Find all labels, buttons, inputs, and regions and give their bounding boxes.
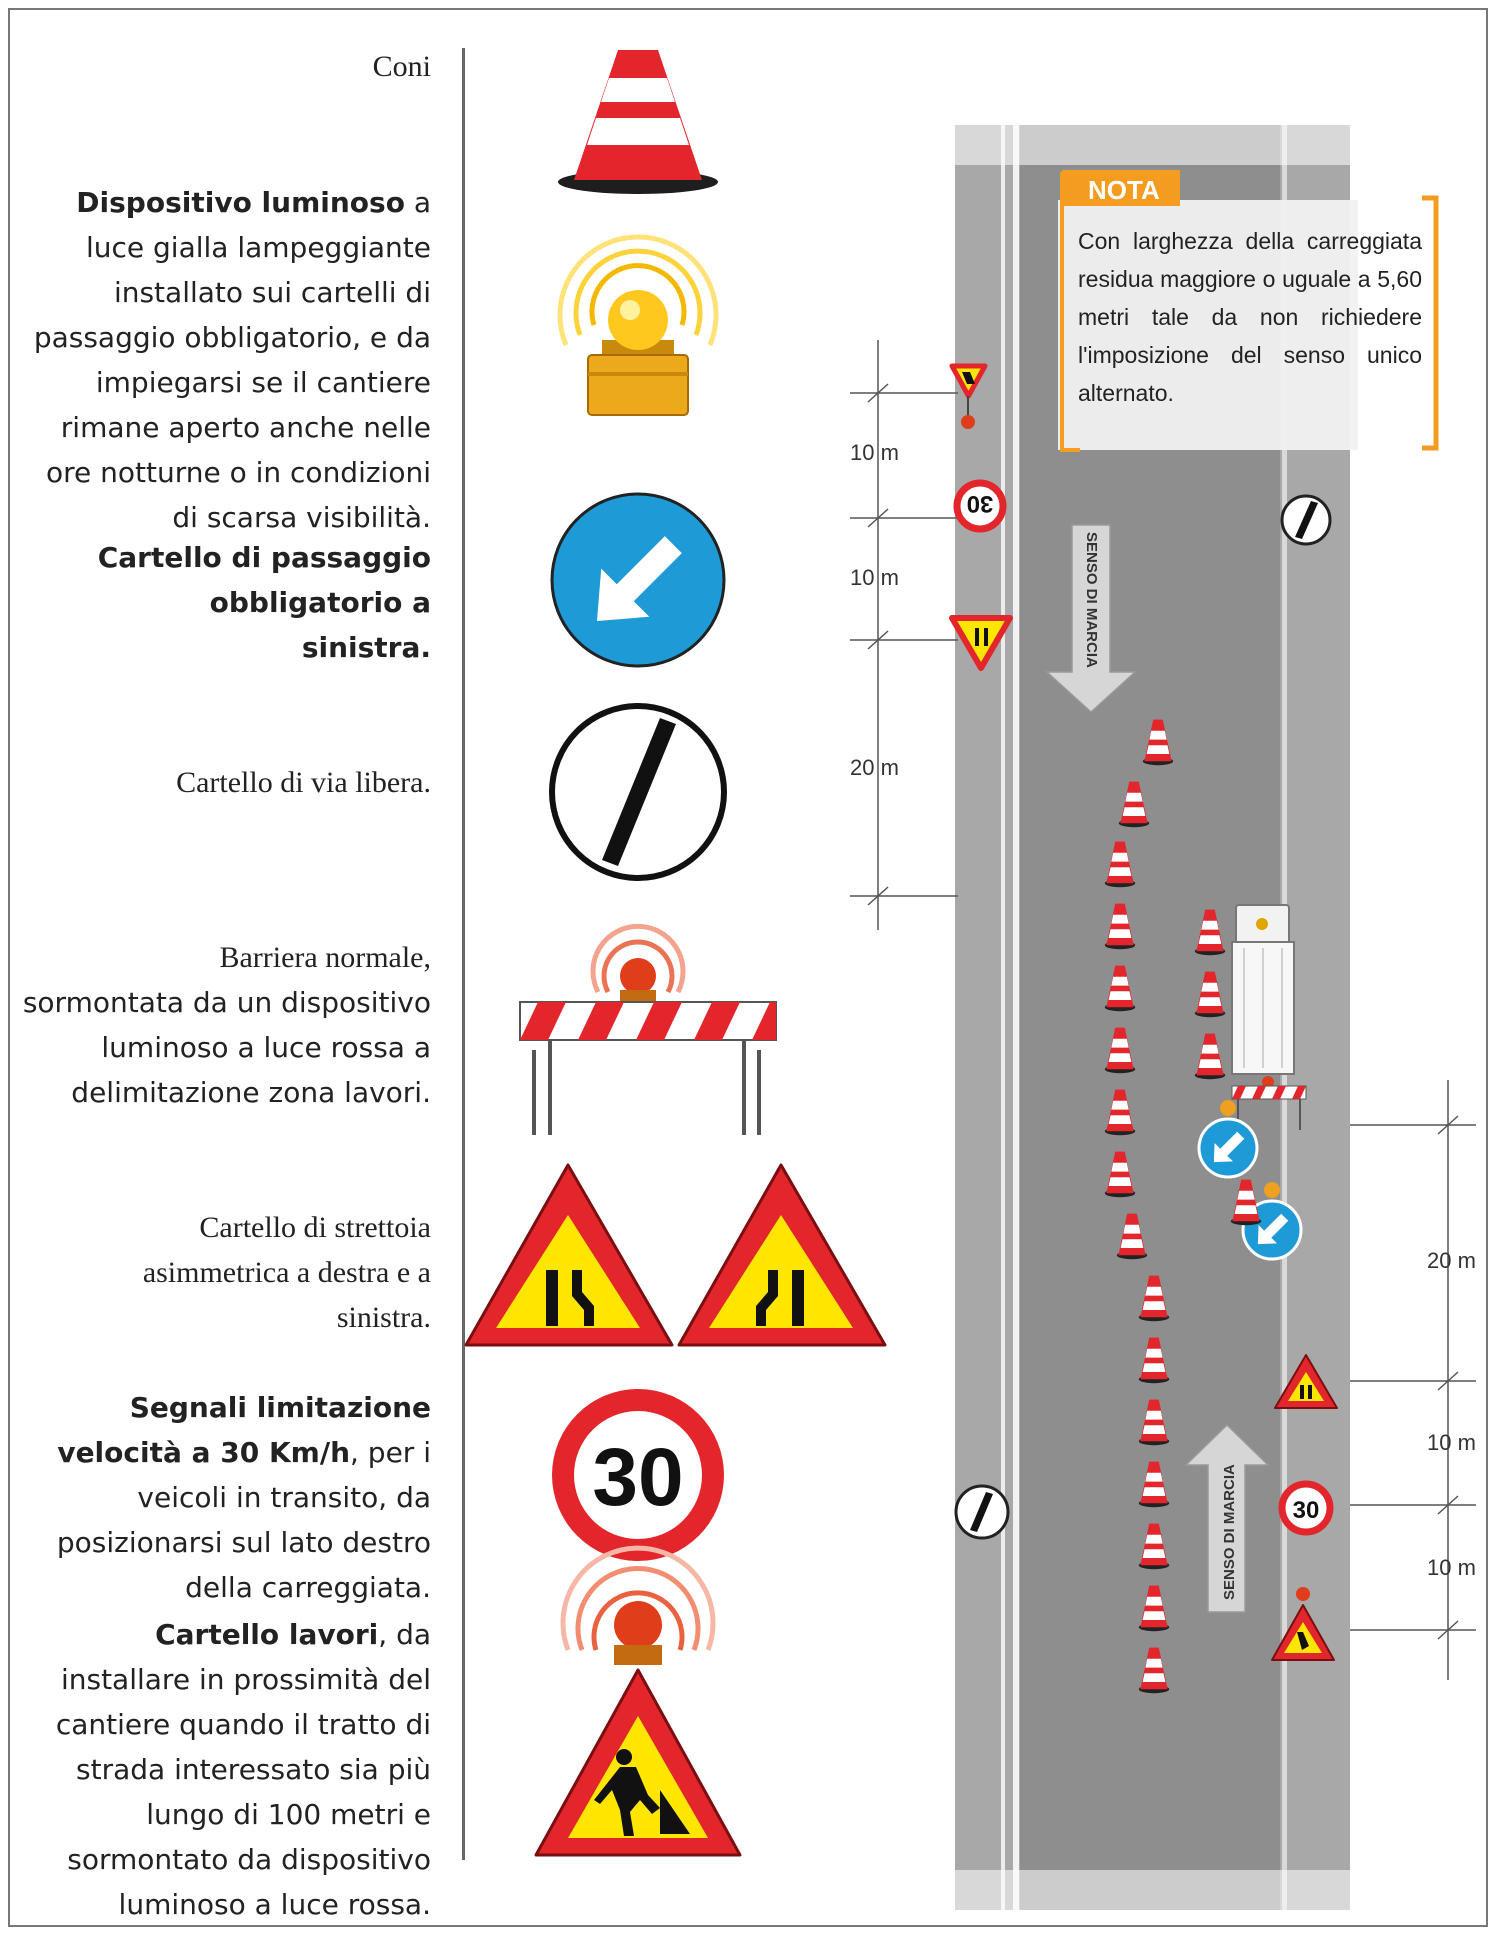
speed-limit-30-small-icon: 30 [1278,1480,1334,1536]
road-narrows-right-sign-icon [464,1163,674,1347]
dimension-label: 10 m [850,565,899,590]
dimension-lines-right [1350,1080,1476,1680]
dimension-lines-left [850,340,958,930]
nota-text: Con larghezza della carreggiata residua … [1078,228,1422,406]
dimension-label: 10 m [850,440,899,465]
label-strettoia: Cartello di strettoia asimmetrica a dest… [142,1211,431,1334]
cone-icon [558,50,718,194]
speed-limit-value: 30 [1293,1497,1320,1524]
senso-di-marcia-label: SENSO DI MARCIA [1083,532,1100,668]
yellow-flashing-light-icon [557,234,719,416]
dimension-label: 20 m [850,755,899,780]
keep-left-sign-small-icon [1197,1100,1259,1179]
roadworks-sign-small-icon [1271,1587,1335,1661]
senso-di-marcia-label: SENSO DI MARCIA [1221,1464,1238,1600]
label-lavori: Cartello lavori, da installare in prossi… [55,1618,431,1921]
label-dispositivo: Dispositivo luminoso a luce gialla lampe… [33,186,431,534]
road-narrows-small-icon [949,615,1013,671]
direction-arrow-down: SENSO DI MARCIA [1045,524,1137,714]
speed-limit-value: 30 [967,490,994,517]
speed-limit-30-small-icon: 30 [953,479,1007,533]
work-truck-icon [1231,904,1295,1088]
direction-arrow-up: SENSO DI MARCIA [1184,1423,1270,1613]
road-narrows-left-sign-icon [677,1163,887,1347]
end-of-restrictions-sign-icon [549,703,727,881]
barrier-small-icon [1231,1085,1307,1130]
barrier-with-red-light-icon [519,923,777,1135]
page-frame [8,8,1488,1927]
dimension-label: 20 m [1427,1248,1476,1273]
end-of-restrictions-small-icon [954,1484,1010,1540]
nota-title: NOTA [1088,175,1160,205]
legend-divider [462,48,465,1860]
label-velocita: Segnali limitazione velocità a 30 Km/h, … [56,1391,431,1604]
keep-left-sign-icon [550,492,726,668]
label-coni: Coni [372,50,431,83]
end-of-restrictions-small-icon [1280,494,1332,546]
label-barriera: Barriera normale, sormontata da un dispo… [22,941,431,1109]
dimension-label: 10 m [1427,1555,1476,1580]
nota-box: NOTA [1058,170,1439,452]
dimension-label: 10 m [1427,1430,1476,1455]
label-via-libera: Cartello di via libera. [176,766,431,799]
roadworks-sign-small-icon [949,363,988,429]
road-narrows-small-icon [1274,1354,1338,1409]
speed-limit-30-sign-icon: 30 [552,1389,724,1561]
speed-limit-value: 30 [592,1432,683,1523]
label-passaggio: Cartello di passaggio obbligatorio a sin… [97,541,431,664]
roadworks-sign-with-red-light-icon [534,1545,742,1857]
